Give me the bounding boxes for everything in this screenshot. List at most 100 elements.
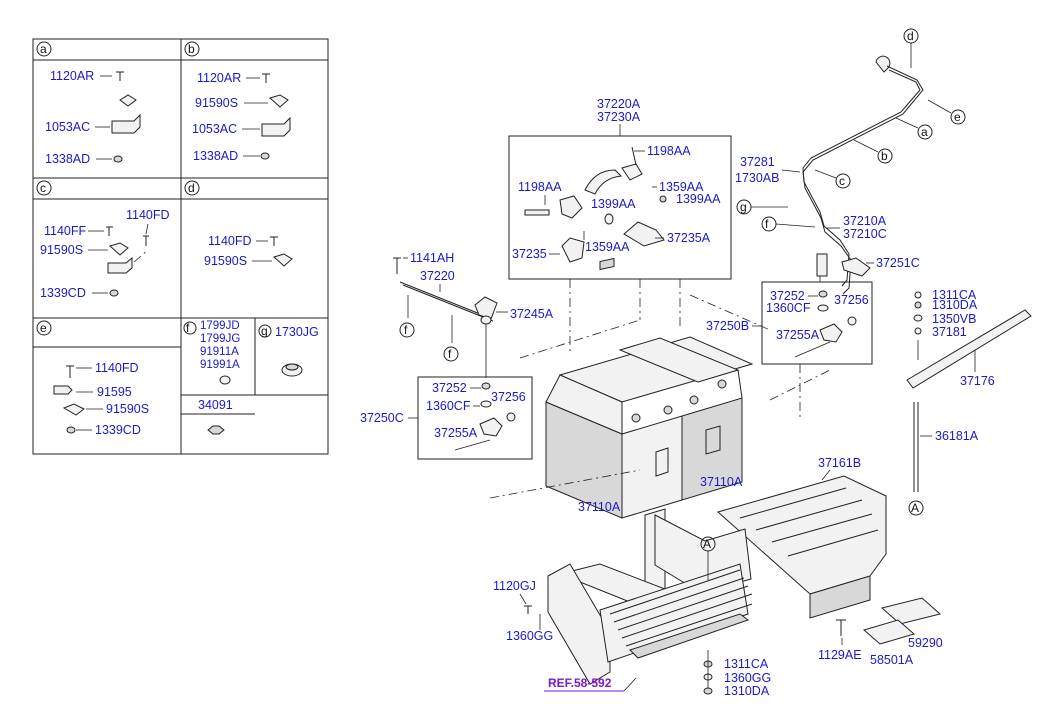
label-1360GG-2[interactable]: 1360GG [724, 671, 771, 685]
label-1338AD-b[interactable]: 1338AD [193, 149, 238, 163]
label-1198AA-1[interactable]: 1198AA [647, 144, 691, 158]
label-1339CD-e[interactable]: 1339CD [95, 423, 141, 437]
label-1053AC-b[interactable]: 1053AC [192, 122, 237, 136]
label-37252-right[interactable]: 37252 [770, 289, 805, 303]
label-37281[interactable]: 37281 [740, 155, 775, 169]
label-1730JG[interactable]: 1730JG [275, 325, 319, 339]
label-1399AA-1[interactable]: 1399AA [676, 192, 721, 206]
label-91595-e[interactable]: 91595 [97, 385, 132, 399]
label-1311CA-tray[interactable]: 1311CA [724, 657, 769, 671]
label-1310DA-bar[interactable]: 1310DA [932, 298, 978, 312]
label-37245A[interactable]: 37245A [510, 307, 554, 321]
label-37235A[interactable]: 37235A [667, 231, 711, 245]
hold-down-bar [906, 309, 1032, 389]
label-1140FD-d[interactable]: 1140FD [208, 234, 252, 248]
label-1140FD-e[interactable]: 1140FD [95, 361, 139, 375]
label-1350VB[interactable]: 1350VB [932, 312, 976, 326]
ref-58-592-link[interactable]: REF.58-592 [548, 676, 612, 690]
terminal-clamp [479, 417, 503, 437]
label-37250B[interactable]: 37250B [706, 319, 749, 333]
label-1120GJ[interactable]: 1120GJ [493, 579, 536, 593]
clip-icon [273, 253, 293, 267]
label-sticker [880, 597, 942, 625]
label-37255A-left[interactable]: 37255A [434, 426, 478, 440]
callout-f2: f [404, 323, 408, 337]
label-37110A-2[interactable]: 37110A [700, 475, 743, 489]
label-91590S-c[interactable]: 91590S [40, 243, 83, 257]
label-1360GG-1[interactable]: 1360GG [506, 629, 553, 643]
cell-a: a 1120AR 1053AC 1338AD [36, 41, 141, 166]
label-37230A[interactable]: 37230A [597, 110, 641, 124]
cell-d-letter: d [188, 181, 195, 195]
cell-a-letter: a [40, 42, 47, 56]
label-1730AB[interactable]: 1730AB [735, 171, 779, 185]
label-91991A[interactable]: 91991A [200, 359, 240, 371]
cell-f: f 1799JD 1799JG 91911A 91991A [183, 320, 240, 385]
label-1360CF-left[interactable]: 1360CF [426, 399, 471, 413]
left-terminal-group: 37252 37256 1360CF 37250C 37255A [360, 376, 533, 460]
bolt-icon [836, 619, 846, 636]
label-1120AR-a[interactable]: 1120AR [50, 69, 94, 83]
label-1141AH[interactable]: 1141AH [410, 251, 454, 265]
negative-cable-group: 1141AH 37220 37245A [393, 251, 554, 378]
label-1140FD-c[interactable]: 1140FD [126, 208, 170, 222]
label-1799JD[interactable]: 1799JD [200, 320, 240, 332]
bolt-icon [270, 236, 278, 246]
label-37255A-right[interactable]: 37255A [776, 328, 820, 342]
label-1120AR-b[interactable]: 1120AR [197, 71, 241, 85]
parts-grid [32, 38, 329, 455]
label-1053AC-a[interactable]: 1053AC [45, 120, 90, 134]
label-91590S-d[interactable]: 91590S [204, 254, 247, 268]
label-1399AA-2[interactable]: 1399AA [591, 197, 636, 211]
label-1359AA-2[interactable]: 1359AA [585, 240, 630, 254]
nut-icon [66, 426, 76, 434]
battery-post [717, 379, 727, 389]
label-37181[interactable]: 37181 [932, 325, 967, 339]
terminal-clamp [561, 237, 585, 263]
label-91590S-e[interactable]: 91590S [106, 402, 149, 416]
label-37251C[interactable]: 37251C [876, 256, 920, 270]
ground-cable [399, 281, 491, 319]
label-34091[interactable]: 34091 [198, 398, 233, 412]
label-1338AD-a[interactable]: 1338AD [45, 152, 90, 166]
terminal-boot [474, 296, 498, 320]
label-1359AA-1[interactable]: 1359AA [659, 180, 704, 194]
label-1129AE[interactable]: 1129AE [818, 648, 862, 662]
label-1339CD-c[interactable]: 1339CD [40, 286, 86, 300]
label-36181A[interactable]: 36181A [935, 429, 979, 443]
nut-icon [109, 289, 119, 297]
f-callouts: f f [399, 322, 459, 362]
label-37256-left[interactable]: 37256 [491, 390, 526, 404]
label-37250C[interactable]: 37250C [360, 411, 404, 425]
label-37176[interactable]: 37176 [960, 374, 995, 388]
label-37220A[interactable]: 37220A [597, 97, 641, 111]
label-37256-right[interactable]: 37256 [834, 293, 869, 307]
callout-A2: A [703, 537, 711, 551]
callout-c: c [839, 174, 845, 188]
label-1310DA-tray[interactable]: 1310DA [724, 684, 770, 698]
label-37110A-1[interactable]: 37110A [578, 500, 621, 514]
cable-boot [584, 169, 623, 195]
label-37210A[interactable]: 37210A [843, 214, 887, 228]
nut-icon [113, 155, 123, 163]
label-1360CF-right[interactable]: 1360CF [766, 301, 811, 315]
label-91590S-b[interactable]: 91590S [195, 96, 238, 110]
positive-cable-group: 37251C 37281 1730AB 37210A 37210C d e a … [735, 28, 966, 295]
label-1799JG[interactable]: 1799JG [200, 333, 240, 345]
label-37161B[interactable]: 37161B [818, 456, 861, 470]
top-clamp-group: 37220A 37230A 1198AA 1198AA 1359AA 1399A… [508, 97, 732, 280]
label-37210C[interactable]: 37210C [843, 227, 887, 241]
label-1140FF-c[interactable]: 1140FF [44, 224, 87, 238]
label-58501A[interactable]: 58501A [870, 653, 914, 667]
label-91911A[interactable]: 91911A [200, 346, 239, 358]
clamp-body [621, 163, 643, 181]
label-37220[interactable]: 37220 [420, 269, 455, 283]
cable-end-d [875, 55, 891, 73]
label-59290[interactable]: 59290 [908, 636, 943, 650]
label-37235[interactable]: 37235 [512, 247, 547, 261]
cell-34091: 34091 [198, 398, 233, 435]
label-1311CA-bar[interactable]: 1311CA [932, 288, 977, 302]
label-37252-left[interactable]: 37252 [432, 381, 467, 395]
label-1198AA-2[interactable]: 1198AA [518, 180, 562, 194]
